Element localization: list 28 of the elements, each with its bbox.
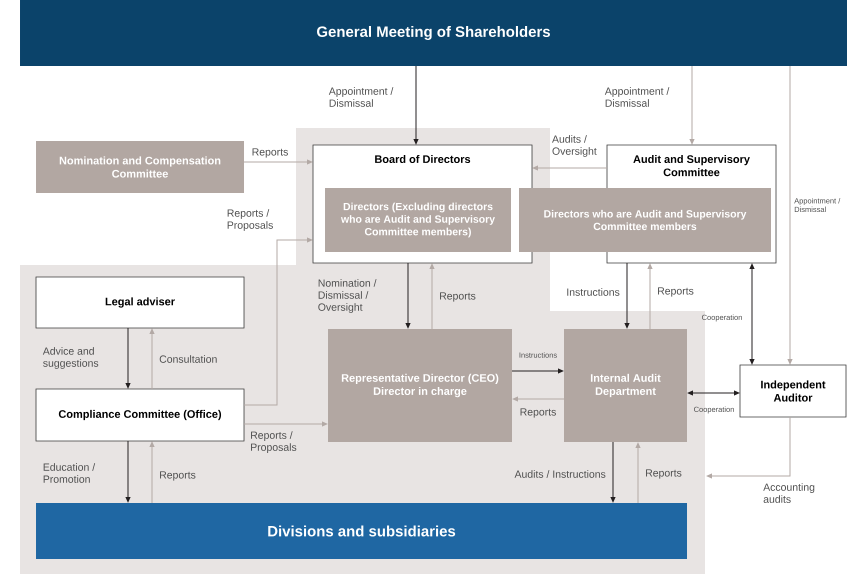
edge-label: Accounting audits [763, 483, 814, 503]
edge-label: Audits / Instructions [514, 470, 606, 478]
divisions-band: Divisions and subsidiaries [36, 503, 687, 559]
edge-label: Instructions [567, 288, 620, 296]
directors-box: Directors (Excluding directors who are Audit and Supervisory Committee members) [325, 188, 511, 252]
edge-label: Education / Promotion [44, 463, 96, 483]
edge-label: Consultation [160, 355, 217, 363]
edge-label: Reports / Proposals [251, 431, 296, 453]
edge-label: Reports [646, 469, 682, 479]
committee-box: Nomination and Compensation Committee [36, 141, 244, 193]
edge-label: Nomination / Dismissal / Oversight [318, 279, 377, 313]
adviser-box: Legal adviser [36, 276, 244, 328]
edge-label: Appointment / Dismissal [328, 87, 394, 107]
edge-label: Reports [252, 148, 288, 158]
header-band: General Meeting of Shareholders [20, 0, 847, 66]
director-box: Representative Director (CEO) Director in charge [328, 329, 512, 442]
edge-label: Audits / Oversight [552, 135, 597, 157]
edge-label: Advice and suggestions [42, 347, 98, 369]
edge-label: Reports / Proposals [228, 209, 273, 231]
edge-label: Reports [658, 287, 694, 297]
directors-box: Directors who are Audit and Supervisory Committee members [519, 188, 771, 252]
auditor-box: Independent Auditor [740, 364, 846, 418]
committee-box: Compliance Committee (Office) [36, 388, 244, 442]
edge-label: Reports [520, 408, 556, 418]
department-box: Internal Audit Department [564, 329, 687, 442]
edge-label: Reports [160, 471, 196, 481]
edge-label: Appointment / Dismissal [604, 87, 670, 107]
edge-label: Reports [440, 292, 476, 302]
